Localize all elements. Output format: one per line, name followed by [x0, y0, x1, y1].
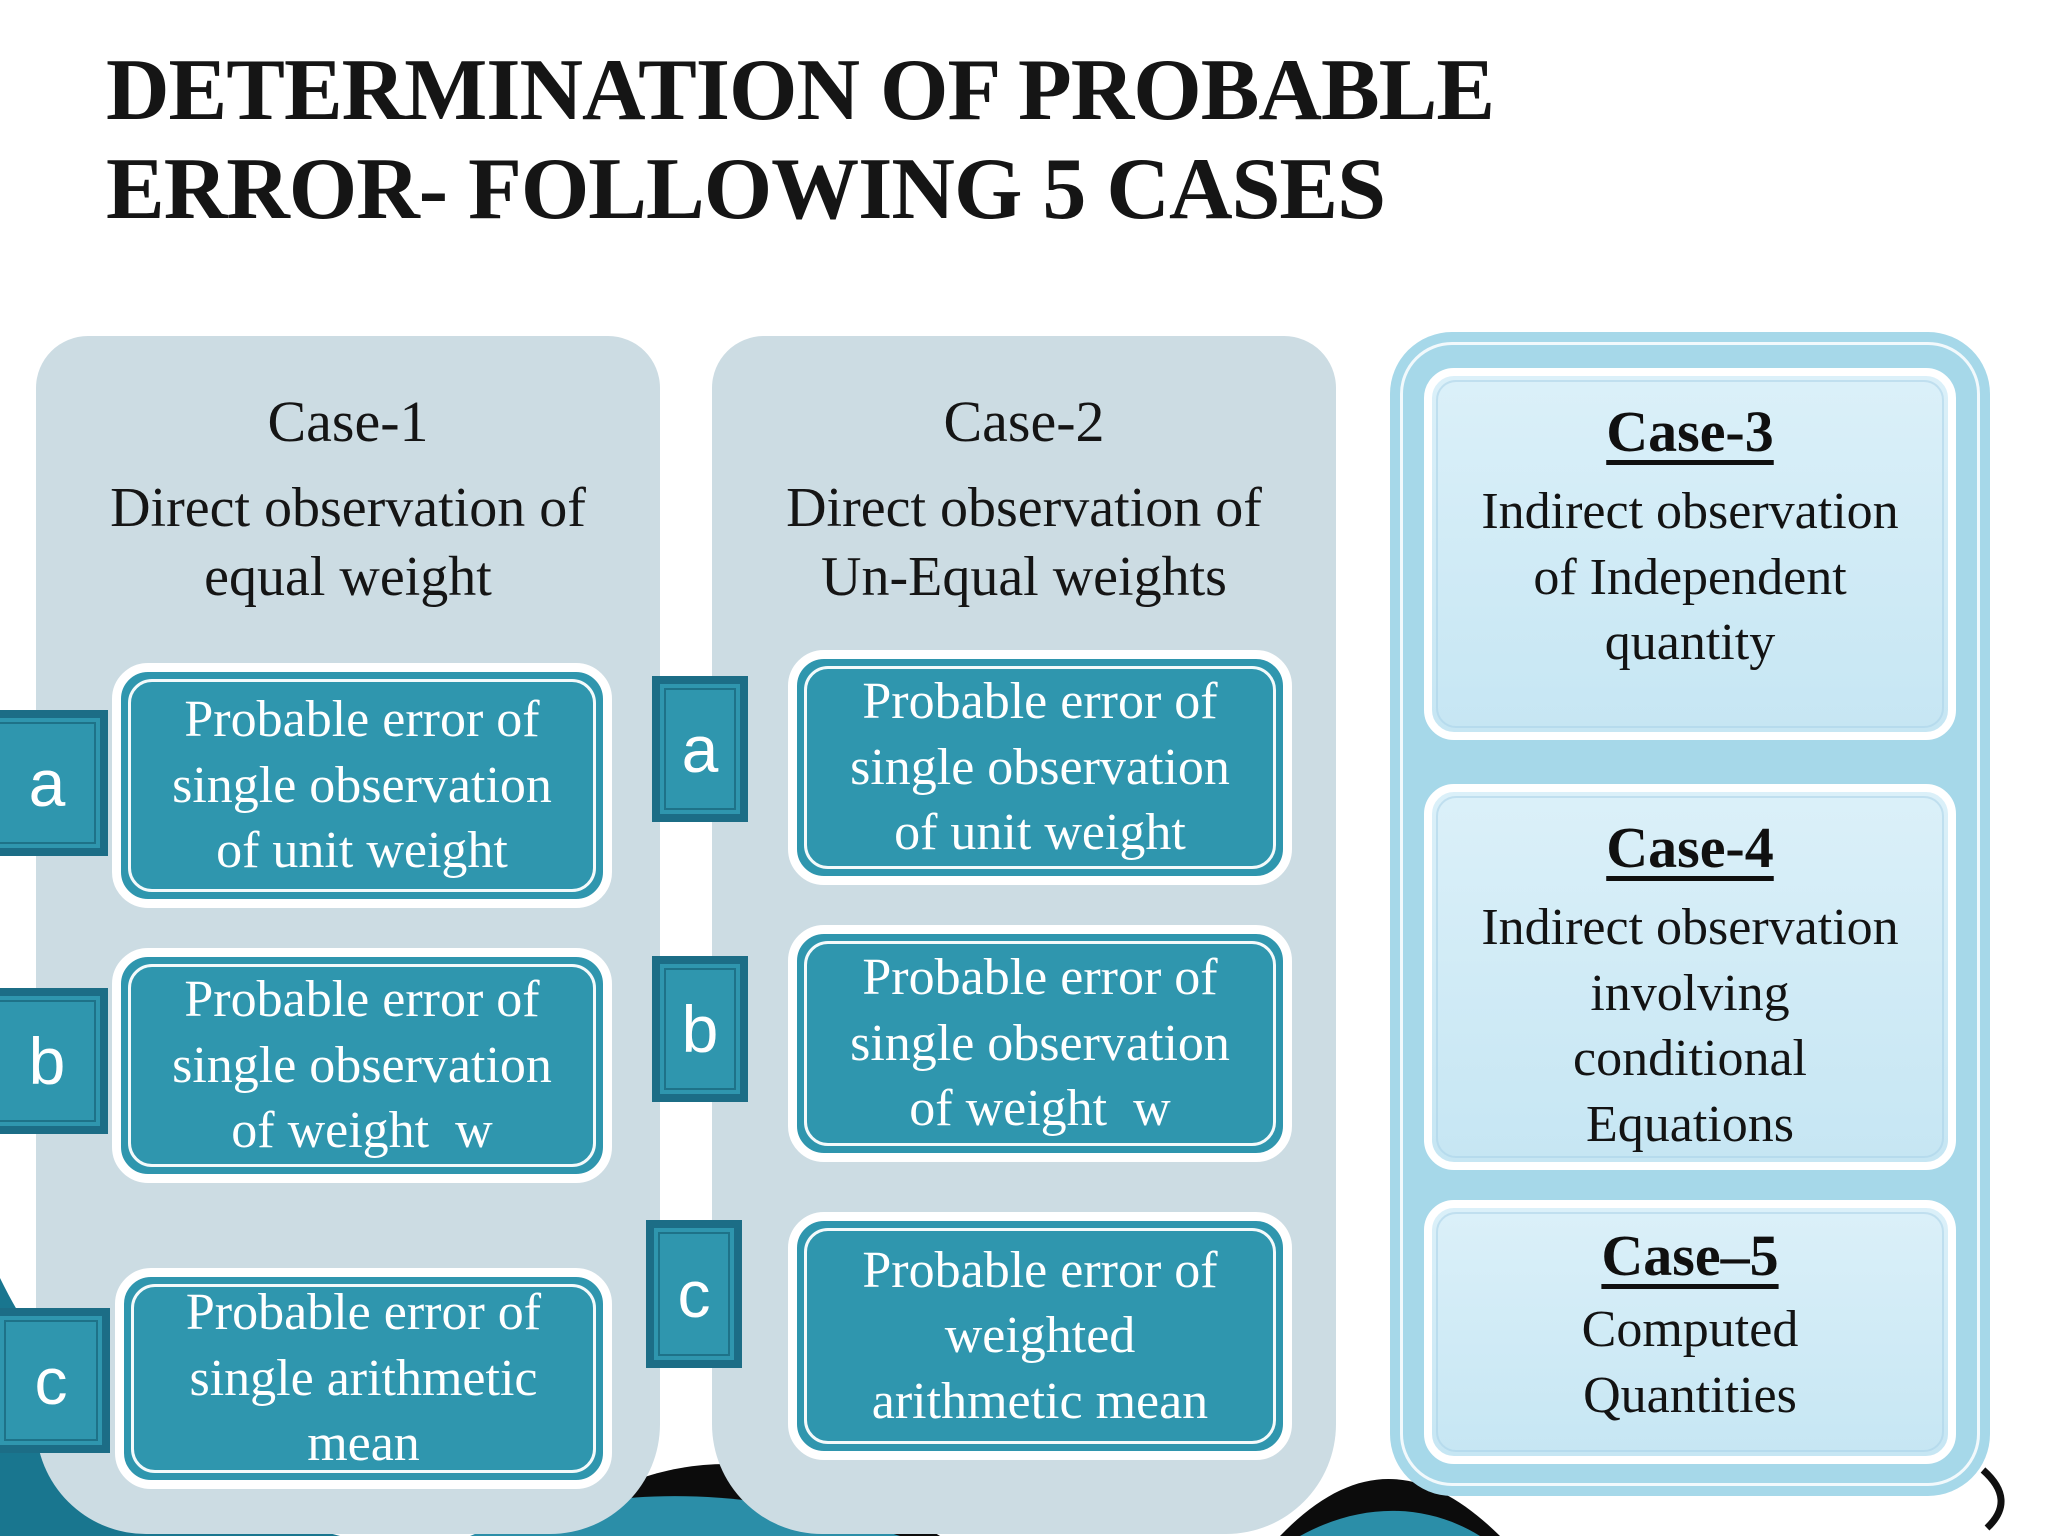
- case4-card: Case-4 Indirect observation involving co…: [1424, 784, 1956, 1170]
- case5-card: Case–5 Computed Quantities: [1424, 1200, 1956, 1464]
- case2-item-c-box: Probable error of weighted arithmetic me…: [788, 1212, 1292, 1460]
- teal-band-right: [1300, 1510, 1480, 1536]
- case1-item-c-box: Probable error of single arithmetic mean: [115, 1268, 612, 1489]
- case1-subheading: Direct observation of equal weight: [110, 477, 586, 609]
- case4-heading: Case-4: [1606, 815, 1774, 880]
- case4-text: Indirect observation involving condition…: [1481, 899, 1899, 1153]
- case1-badge-c: c: [0, 1308, 110, 1453]
- case1-column: Case-1 Direct observation of equal weigh…: [36, 336, 660, 1534]
- case2-column: Case-2 Direct observation of Un-Equal we…: [712, 336, 1336, 1534]
- case3-text: Indirect observation of Independent quan…: [1481, 483, 1899, 672]
- cases-3-4-5-column: Case-3 Indirect observation of Independe…: [1390, 332, 1990, 1496]
- case1-heading: Case-1: [267, 389, 429, 454]
- case1-badge-a: a: [0, 710, 108, 856]
- case3-heading: Case-3: [1606, 399, 1774, 464]
- case2-subheading: Direct observation of Un-Equal weights: [786, 477, 1262, 609]
- case2-badge-c: c: [646, 1220, 742, 1368]
- small-arc-mark: [1980, 1467, 2005, 1531]
- case5-heading: Case–5: [1601, 1223, 1779, 1288]
- case1-item-a-box: Probable error of single observation of …: [112, 663, 612, 908]
- page-title: DETERMINATION OF PROBABLE ERROR- FOLLOWI…: [106, 42, 1495, 239]
- case2-heading: Case-2: [943, 389, 1105, 454]
- page-title-line1: DETERMINATION OF PROBABLE: [106, 42, 1495, 139]
- case2-badge-a: a: [652, 676, 748, 822]
- case1-badge-b: b: [0, 988, 108, 1134]
- case1-item-b-box: Probable error of single observation of …: [112, 948, 612, 1183]
- case5-text: Computed Quantities: [1581, 1301, 1799, 1424]
- case3-card: Case-3 Indirect observation of Independe…: [1424, 368, 1956, 740]
- case2-item-a-box: Probable error of single observation of …: [788, 650, 1292, 885]
- page-title-line2: ERROR- FOLLOWING 5 CASES: [106, 140, 1386, 238]
- case2-item-b-box: Probable error of single observation of …: [788, 925, 1292, 1162]
- case2-badge-b: b: [652, 956, 748, 1102]
